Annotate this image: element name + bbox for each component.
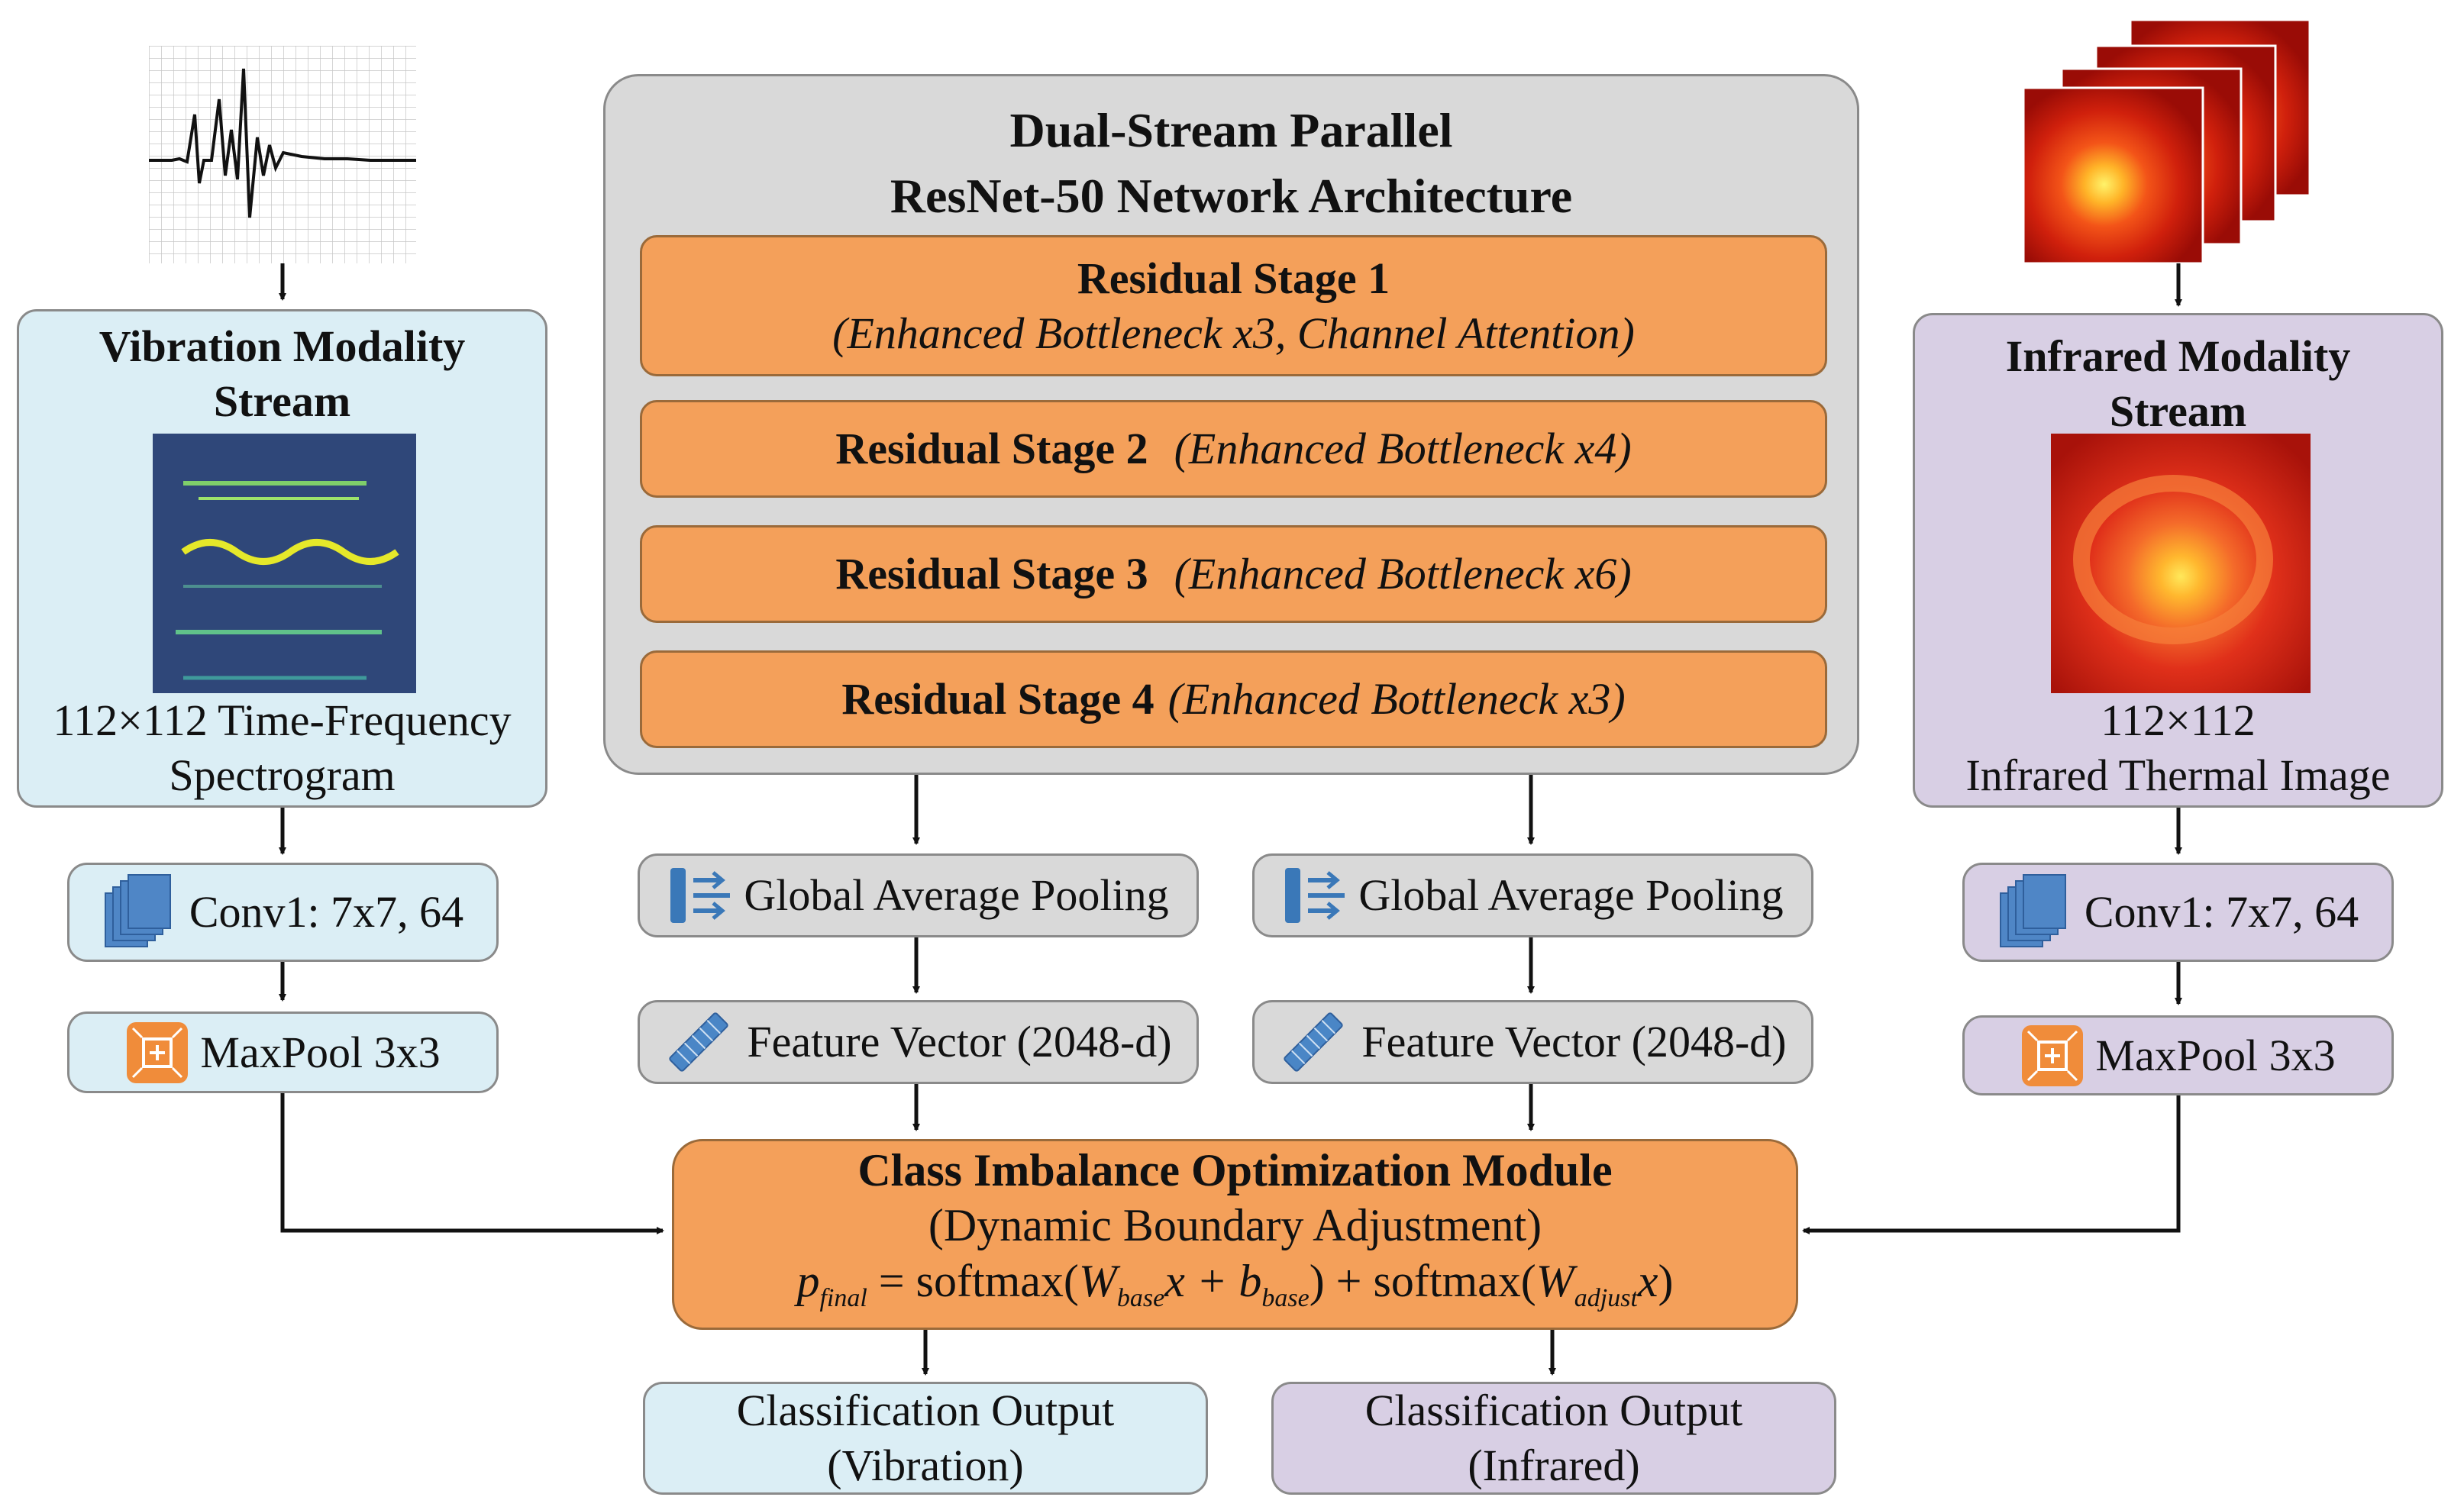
- architecture-title-line2: ResNet-50 Network Architecture: [890, 169, 1573, 223]
- stage-1-name: Residual Stage 1: [1077, 253, 1390, 303]
- gap-label-left: Global Average Pooling: [744, 870, 1169, 920]
- vibration-conv-box: Conv1: 7x7, 64: [67, 863, 499, 962]
- infrared-title: Infrared Modality Stream: [1915, 329, 2441, 439]
- stage-1-detail: (Enhanced Bottleneck x3, Channel Attenti…: [832, 308, 1635, 358]
- formula-x-plus: x +: [1164, 1255, 1239, 1306]
- gap-box-right: Global Average Pooling: [1252, 853, 1813, 937]
- ecg-waveform-image: [149, 46, 416, 263]
- output-vibration-line2: (Vibration): [827, 1441, 1024, 1490]
- feature-vector-icon: [669, 1012, 729, 1072]
- architecture-title: Dual-Stream Parallel ResNet-50 Network A…: [606, 98, 1857, 229]
- infrared-caption-line1: 112×112: [2101, 695, 2256, 745]
- thermal-image: [2051, 434, 2311, 693]
- formula-b: b: [1238, 1255, 1262, 1306]
- residual-stage-4: Residual Stage 4 (Enhanced Bottleneck x3…: [640, 650, 1827, 748]
- formula-p-sub: final: [819, 1283, 867, 1312]
- output-vibration: Classification Output (Vibration): [643, 1382, 1208, 1495]
- vibration-title-line2: Stream: [213, 376, 351, 426]
- stage-3-name: Residual Stage 3: [835, 549, 1148, 599]
- thermal-stack-image: [2016, 15, 2321, 265]
- infrared-conv-box: Conv1: 7x7, 64: [1962, 863, 2394, 962]
- vibration-title: Vibration Modality Stream: [19, 319, 545, 429]
- infrared-caption-line2: Infrared Thermal Image: [1965, 750, 2391, 800]
- vibration-caption: 112×112 Time-Frequency Spectrogram: [19, 693, 545, 803]
- output-infrared-line1: Classification Output: [1364, 1386, 1743, 1435]
- feature-vector-icon: [1284, 1012, 1344, 1072]
- gap-label-right: Global Average Pooling: [1358, 870, 1784, 920]
- feature-box-left: Feature Vector (2048-d): [638, 1000, 1199, 1084]
- arrow-pool-to-module-left: [280, 1093, 664, 1234]
- stage-2-name: Residual Stage 2: [835, 424, 1148, 473]
- stage-2-detail: (Enhanced Bottleneck x4): [1174, 424, 1632, 473]
- residual-stage-3: Residual Stage 3 (Enhanced Bottleneck x6…: [640, 525, 1827, 623]
- maxpool-icon: [127, 1021, 189, 1083]
- output-infrared-line2: (Infrared): [1468, 1441, 1640, 1490]
- formula-end: ): [1658, 1255, 1674, 1306]
- formula-b-sub: base: [1261, 1283, 1310, 1312]
- infrared-title-line1: Infrared Modality: [2005, 331, 2351, 381]
- vibration-maxpool-label: MaxPool 3x3: [200, 1027, 441, 1077]
- vibration-title-line1: Vibration Modality: [98, 321, 466, 371]
- formula-plus-softmax: ) + softmax(: [1309, 1255, 1536, 1306]
- vibration-maxpool-box: MaxPool 3x3: [67, 1012, 499, 1093]
- class-imbalance-module: Class Imbalance Optimization Module (Dyn…: [672, 1139, 1798, 1330]
- formula-eq: = softmax(: [867, 1255, 1079, 1306]
- feature-box-right: Feature Vector (2048-d): [1252, 1000, 1813, 1084]
- stage-3-detail: (Enhanced Bottleneck x6): [1174, 549, 1632, 599]
- infrared-caption: 112×112 Infrared Thermal Image: [1915, 693, 2441, 803]
- formula-x: x: [1637, 1255, 1658, 1306]
- architecture-title-line1: Dual-Stream Parallel: [1009, 103, 1453, 157]
- conv-layers-icon: [1999, 874, 2066, 947]
- vibration-stream-panel: Vibration Modality Stream 112×112 Time-F…: [17, 309, 547, 808]
- vibration-caption-line1: 112×112 Time-Frequency: [53, 695, 512, 745]
- output-vibration-line1: Classification Output: [736, 1386, 1115, 1435]
- module-subtitle: (Dynamic Boundary Adjustment): [928, 1199, 1542, 1250]
- pooling-icon: [670, 868, 731, 923]
- gap-box-left: Global Average Pooling: [638, 853, 1199, 937]
- formula-w-adjust-sub: adjust: [1574, 1283, 1638, 1312]
- infrared-conv-label: Conv1: 7x7, 64: [2084, 887, 2359, 937]
- spectrogram-image: [153, 434, 416, 693]
- arrow-pool-to-module-right: [1802, 1095, 2181, 1234]
- formula-w-base-sub: base: [1116, 1283, 1165, 1312]
- formula-w-adjust: W: [1536, 1255, 1574, 1306]
- infrared-stream-panel: Infrared Modality Stream 112×112 Infrare…: [1913, 313, 2443, 808]
- residual-stage-1: Residual Stage 1 (Enhanced Bottleneck x3…: [640, 235, 1827, 376]
- conv-layers-icon: [104, 874, 171, 947]
- formula-w-base: W: [1078, 1255, 1117, 1306]
- infrared-title-line2: Stream: [2109, 386, 2247, 436]
- vibration-caption-line2: Spectrogram: [169, 750, 396, 800]
- stage-4-detail: (Enhanced Bottleneck x3): [1167, 674, 1626, 724]
- maxpool-icon: [2022, 1024, 2084, 1086]
- residual-stage-2: Residual Stage 2 (Enhanced Bottleneck x4…: [640, 400, 1827, 498]
- infrared-maxpool-label: MaxPool 3x3: [2095, 1030, 2336, 1080]
- formula-p: p: [796, 1255, 820, 1306]
- output-infrared: Classification Output (Infrared): [1271, 1382, 1836, 1495]
- pooling-icon: [1285, 868, 1345, 923]
- feature-label-left: Feature Vector (2048-d): [747, 1017, 1172, 1066]
- stage-4-name: Residual Stage 4: [841, 674, 1154, 724]
- infrared-maxpool-box: MaxPool 3x3: [1962, 1015, 2394, 1095]
- feature-label-right: Feature Vector (2048-d): [1361, 1017, 1787, 1066]
- vibration-conv-label: Conv1: 7x7, 64: [189, 887, 464, 937]
- module-title: Class Imbalance Optimization Module: [857, 1144, 1613, 1195]
- module-formula: pfinal = softmax(Wbasex + bbase) + softm…: [796, 1253, 1673, 1327]
